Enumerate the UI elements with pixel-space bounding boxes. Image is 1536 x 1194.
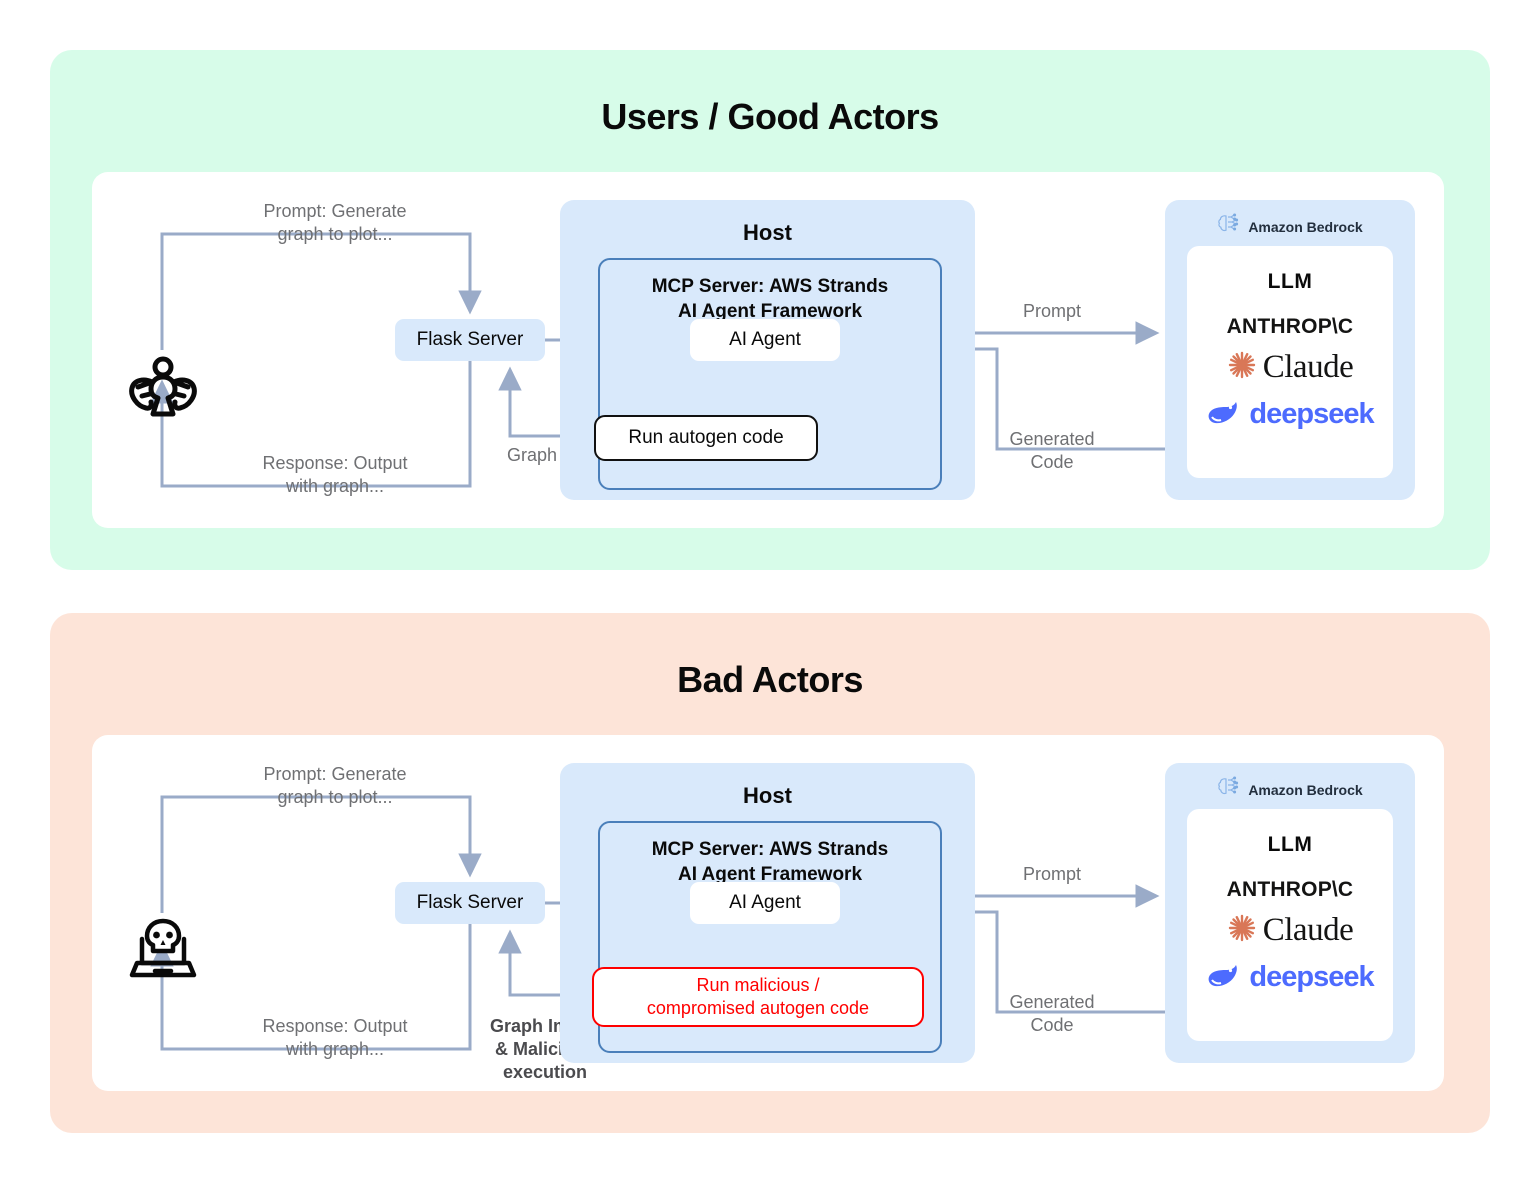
prompt-llm-text: Prompt	[1022, 301, 1082, 321]
label-prompt-llm-good: Prompt	[982, 300, 1122, 323]
mcp-title-line1: MCP Server: AWS Strands	[651, 839, 889, 860]
label-prompt-llm-bad: Prompt	[982, 863, 1122, 886]
run-malicious-line2: compromised autogen code	[646, 998, 870, 1018]
mcp-server-box-bad: MCP Server: AWS Strands AI Agent Framewo…	[598, 821, 942, 1053]
graph-image-line3: execution	[502, 1062, 588, 1082]
panel-title-bad: Bad Actors	[677, 659, 863, 700]
mcp-title-line2: AI Agent Framework	[677, 301, 863, 322]
response-line1: Response: Output	[262, 1016, 408, 1036]
prompt-llm-text: Prompt	[1022, 864, 1082, 884]
host-title-good: Host	[743, 220, 792, 245]
label-prompt-generate-good: Prompt: Generate graph to plot...	[210, 200, 460, 246]
prompt-line1: Prompt: Generate	[263, 764, 407, 784]
response-line1: Response: Output	[262, 453, 408, 473]
anthropic-wordmark-good: ANTHROP\C	[1226, 315, 1354, 338]
label-generated-code-bad: Generated Code	[982, 991, 1122, 1037]
mcp-title-bad: MCP Server: AWS Strands AI Agent Framewo…	[600, 837, 940, 887]
bedrock-box-bad: Amazon Bedrock LLM ANTHROP\C	[1165, 763, 1415, 1063]
deepseek-whale-icon	[1206, 961, 1242, 994]
panel-title-good: Users / Good Actors	[601, 96, 939, 137]
llm-title-bad: LLM	[1267, 833, 1313, 856]
anthropic-wordmark-bad: ANTHROP\C	[1226, 878, 1354, 901]
ai-agent-box-good[interactable]: AI Agent	[690, 319, 840, 361]
llm-box-good: LLM ANTHROP\C Claude	[1187, 246, 1393, 478]
response-line2: with graph...	[285, 1039, 385, 1059]
angel-icon	[128, 356, 198, 422]
flask-server-box-good[interactable]: Flask Server	[395, 319, 545, 361]
llm-box-bad: LLM ANTHROP\C Claude	[1187, 809, 1393, 1041]
label-generated-code-good: Generated Code	[982, 428, 1122, 474]
claude-starburst-icon	[1227, 350, 1257, 385]
deepseek-logo-row-bad: deepseek	[1187, 961, 1393, 994]
deepseek-whale-icon	[1206, 398, 1242, 431]
bedrock-header-bad: Amazon Bedrock	[1165, 776, 1415, 803]
deepseek-logo-row-good: deepseek	[1187, 398, 1393, 431]
ai-agent-box-bad[interactable]: AI Agent	[690, 882, 840, 924]
label-response-output-bad: Response: Output with graph...	[210, 1015, 460, 1061]
generated-line1: Generated	[1009, 992, 1095, 1012]
run-autogen-code-box-good[interactable]: Run autogen code	[594, 415, 818, 461]
bedrock-brand-label-bad: Amazon Bedrock	[1248, 781, 1363, 798]
claude-wordmark-good: Claude	[1262, 349, 1354, 385]
bedrock-brain-icon	[1217, 776, 1241, 803]
good-actors-panel: Users / Good Actors	[50, 50, 1490, 570]
deepseek-wordmark-good: deepseek	[1249, 398, 1374, 430]
prompt-line2: graph to plot...	[277, 224, 393, 244]
claude-logo-row-good: Claude	[1187, 350, 1393, 385]
bedrock-brand-label-good: Amazon Bedrock	[1248, 218, 1363, 235]
bedrock-box-good: Amazon Bedrock LLM ANTHROP\C	[1165, 200, 1415, 500]
skull-laptop-icon	[128, 917, 198, 985]
label-prompt-generate-bad: Prompt: Generate graph to plot...	[210, 763, 460, 809]
claude-starburst-icon	[1227, 913, 1257, 948]
run-malicious-line1: Run malicious /	[696, 975, 820, 995]
llm-title-good: LLM	[1267, 270, 1313, 293]
claude-wordmark-bad: Claude	[1262, 912, 1354, 948]
generated-line2: Code	[1030, 452, 1074, 472]
generated-line2: Code	[1030, 1015, 1074, 1035]
claude-logo-row-bad: Claude	[1187, 913, 1393, 948]
mcp-title-good: MCP Server: AWS Strands AI Agent Framewo…	[600, 274, 940, 324]
mcp-server-box-good: MCP Server: AWS Strands AI Agent Framewo…	[598, 258, 942, 490]
mcp-title-line2: AI Agent Framework	[677, 864, 863, 885]
bedrock-brain-icon	[1217, 213, 1241, 240]
response-line2: with graph...	[285, 476, 385, 496]
prompt-line2: graph to plot...	[277, 787, 393, 807]
deepseek-wordmark-bad: deepseek	[1249, 961, 1374, 993]
generated-line1: Generated	[1009, 429, 1095, 449]
mcp-title-line1: MCP Server: AWS Strands	[651, 276, 889, 297]
diagram-card-bad: Prompt: Generate graph to plot... Respon…	[92, 735, 1444, 1091]
bad-actors-panel: Bad Actors	[50, 613, 1490, 1133]
flask-server-box-bad[interactable]: Flask Server	[395, 882, 545, 924]
diagram-card-good: Prompt: Generate graph to plot... Respon…	[92, 172, 1444, 528]
label-response-output-good: Response: Output with graph...	[210, 452, 460, 498]
prompt-line1: Prompt: Generate	[263, 201, 407, 221]
host-title-bad: Host	[743, 783, 792, 808]
bedrock-header-good: Amazon Bedrock	[1165, 213, 1415, 240]
run-malicious-code-box-bad[interactable]: Run malicious / compromised autogen code	[592, 967, 924, 1027]
